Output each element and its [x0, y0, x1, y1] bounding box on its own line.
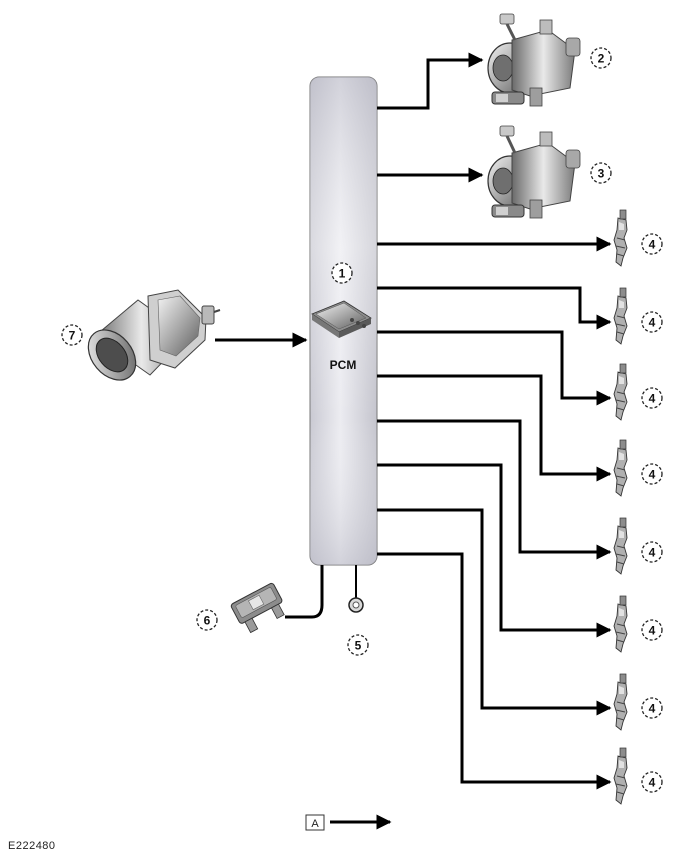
callout-fuel-pump-lower: 3	[590, 162, 612, 184]
callout-injector: 4	[641, 233, 663, 255]
pcm-chip-icon	[311, 300, 372, 338]
callout-injector: 4	[641, 619, 663, 641]
injector-icon	[613, 673, 628, 731]
svg-text:4: 4	[649, 624, 656, 638]
svg-text:4: 4	[649, 702, 656, 716]
injector-icon	[613, 209, 628, 267]
injectors-group: 4 4 4 4 4 4 4 4	[613, 209, 663, 805]
injector-icon	[613, 363, 628, 421]
svg-text:3: 3	[598, 167, 605, 181]
injector-icon	[613, 517, 628, 575]
output-wires	[377, 52, 612, 790]
callout-injector: 4	[641, 771, 663, 793]
injector-icon	[613, 287, 628, 345]
sensor-icon	[87, 289, 221, 381]
svg-text:4: 4	[649, 776, 656, 790]
callout-fuel-pump-upper: 2	[590, 47, 612, 69]
callout-injector: 4	[641, 541, 663, 563]
svg-text:4: 4	[649, 238, 656, 252]
callout-injector: 4	[641, 311, 663, 333]
injector-icon	[613, 747, 628, 805]
injector-icon	[613, 595, 628, 653]
callout-ground: 5	[347, 634, 369, 656]
svg-text:6: 6	[204, 614, 211, 628]
svg-text:4: 4	[649, 392, 656, 406]
svg-text:4: 4	[649, 546, 656, 560]
fuel-pump-upper-icon	[487, 13, 581, 107]
svg-text:2: 2	[598, 52, 605, 66]
callout-injector: 4	[641, 697, 663, 719]
callout-injector: 4	[641, 387, 663, 409]
legend: A	[305, 814, 392, 831]
legend-key: A	[311, 818, 319, 830]
ground-terminal	[348, 565, 364, 613]
callout-injector: 4	[641, 463, 663, 485]
fuel-pump-lower-icon	[487, 125, 581, 219]
callout-fuse: 6	[196, 609, 218, 631]
fuse-wire	[285, 565, 324, 619]
pcm-label: PCM	[330, 358, 357, 372]
fuse-icon	[230, 582, 285, 634]
svg-text:4: 4	[649, 468, 656, 482]
svg-text:1: 1	[339, 267, 346, 281]
svg-text:5: 5	[355, 639, 362, 653]
svg-text:7: 7	[69, 329, 76, 343]
reference-code: E222480	[8, 840, 56, 852]
callout-pcm: 1	[331, 262, 353, 284]
callout-sensor: 7	[61, 324, 83, 346]
injector-icon	[613, 439, 628, 497]
svg-text:4: 4	[649, 316, 656, 330]
